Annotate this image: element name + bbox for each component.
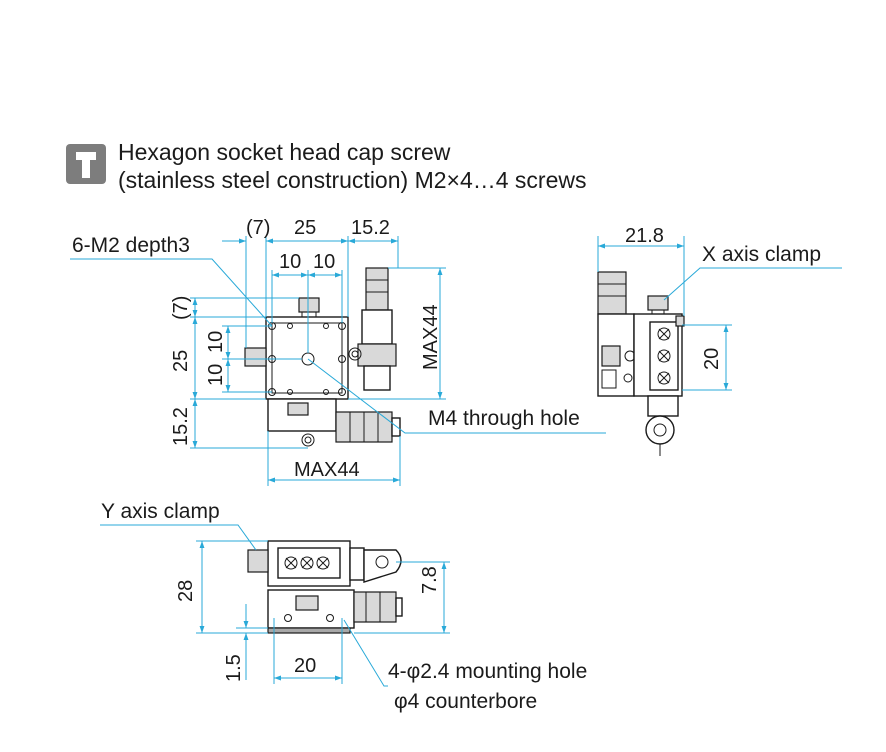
dim-10-left-a: 10 [205,331,227,353]
side-view: 21.8 X axis clamp 20 [597,225,842,456]
top-micrometer-y [348,267,397,391]
dim-25-top: 25 [294,217,316,239]
dim-20-front: 20 [294,655,316,677]
front-screw-row [284,556,330,570]
top-left-clamp [244,347,267,367]
top-stage-inner [271,322,343,394]
through-hole-label: M4 through hole [428,407,580,430]
tapped-holes-label: 6-M2 depth3 [72,234,190,257]
dim-25-left: 25 [170,350,192,372]
top-screw-head [298,297,320,313]
front-view: Y axis clamp 28 7.8 1.5 20 4-φ2.4 mounti… [100,500,587,713]
hex-screw-icon [66,144,106,184]
side-view-dimension-lines [597,236,842,391]
dim-28: 28 [175,580,197,602]
front-view-dimension-lines [100,524,450,687]
screw-note-line2: (stainless steel construction) M2×4…4 sc… [118,167,587,193]
dim-20-side: 20 [701,348,723,370]
front-y-clamp [247,549,269,573]
screw-note-line1: Hexagon socket head cap screw [118,139,451,165]
dim-7-left: (7) [170,296,192,320]
top-micrometer-x [267,398,401,447]
counterbore-label: φ4 counterbore [394,690,537,713]
y-clamp-label: Y axis clamp [101,500,220,523]
dim-10b: 10 [313,251,335,273]
dim-21-8: 21.8 [625,225,664,247]
x-clamp-label: X axis clamp [702,243,821,266]
top-view-dimension-lines [70,236,606,486]
side-screw-row [649,321,679,391]
dim-10-left-b: 10 [205,364,227,386]
dim-max44-right: MAX44 [420,304,442,370]
dim-10a: 10 [279,251,301,273]
top-view: 6-M2 depth3 M4 through hole (7) 25 15.2 … [70,217,606,486]
dim-15-2-top: 15.2 [351,217,390,239]
dim-max44-bottom: MAX44 [294,459,360,481]
dim-15-2-left: 15.2 [170,407,192,446]
top-stage-body [265,316,349,400]
dim-1-5: 1.5 [223,654,245,682]
mounting-hole-label: 4-φ2.4 mounting hole [388,660,587,683]
dim-7-8: 7.8 [419,566,441,594]
dim-7-top: (7) [246,217,270,239]
screw-note: Hexagon socket head cap screw (stainless… [118,138,586,194]
